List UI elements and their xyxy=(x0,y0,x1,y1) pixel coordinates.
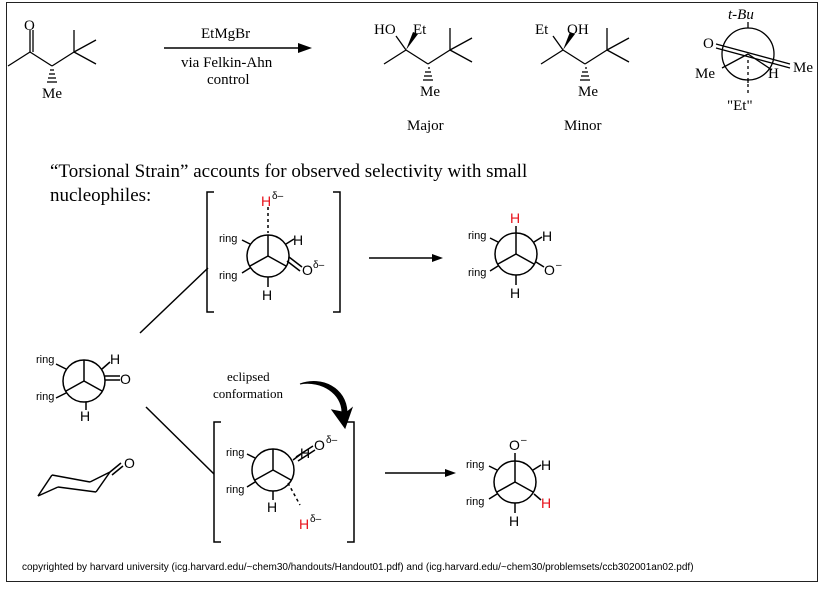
slide-border xyxy=(6,2,818,582)
reagent-label: EtMgBr xyxy=(201,26,250,42)
upper-ts-brackets xyxy=(206,191,341,313)
cyclohexanone-o-label: O xyxy=(124,455,135,471)
newman-o-label: O xyxy=(703,36,714,52)
major-me-label: Me xyxy=(420,84,440,100)
eclipsed-label-line1: eclipsed xyxy=(227,369,270,384)
upper-product-h-right-label: H xyxy=(542,228,552,244)
upper-ts-o-label: O xyxy=(302,262,313,278)
upper-product-newman xyxy=(489,226,545,285)
branch-line-upper xyxy=(139,267,209,334)
upper-ts-newman xyxy=(241,207,303,287)
upper-product-o-label: O xyxy=(544,262,555,278)
upper-ts-delta-label: δ– xyxy=(272,191,284,202)
condition-label-2: control xyxy=(207,72,250,88)
felkin-newman xyxy=(715,22,791,96)
upper-product-o-charge-label: – xyxy=(556,260,562,271)
minor-product-label: Minor xyxy=(564,118,602,134)
minor-oh-label: OH xyxy=(567,22,589,38)
newman-h-label: H xyxy=(768,66,779,82)
upper-ts-h-bottom-label: H xyxy=(262,287,272,303)
minor-me-label: Me xyxy=(578,84,598,100)
eclipsed-label-line2: conformation xyxy=(213,386,284,401)
lower-ts-o-label: O xyxy=(314,437,325,453)
upper-ts-h-right-label: H xyxy=(293,232,303,248)
lower-ts-newman xyxy=(246,445,316,506)
start-ketone xyxy=(7,30,97,83)
upper-ts-ring1-label: ring xyxy=(219,233,237,245)
lower-product-ring1-label: ring xyxy=(466,459,484,471)
upper-product-h-top-label: H xyxy=(510,210,520,226)
lower-ts-ring2-label: ring xyxy=(226,484,244,496)
rotation-arrow xyxy=(299,381,354,430)
lower-arrow xyxy=(385,469,456,477)
newman-tbu-label: t-Bu xyxy=(728,7,754,23)
start-h-top-label: H xyxy=(110,351,120,367)
upper-arrow xyxy=(369,254,443,262)
newman-me-left-label: Me xyxy=(695,66,715,82)
lower-product-ring2-label: ring xyxy=(466,496,484,508)
lower-product-h-right-label: H xyxy=(541,457,551,473)
newman-me-right-label: Me xyxy=(793,60,813,76)
major-wedge-bond xyxy=(406,32,418,50)
lower-product-o-label: O xyxy=(509,437,520,453)
lower-ts-brackets xyxy=(213,421,355,543)
cyclohexanone-chair xyxy=(37,462,124,497)
lower-product-h-red-label: H xyxy=(541,495,551,511)
copyright-footer: copyrighted by harvard university (icg.h… xyxy=(22,562,694,573)
upper-product-h-bottom-label: H xyxy=(510,285,520,301)
ketone-oxygen-label: O xyxy=(24,18,35,34)
minor-et-label: Et xyxy=(535,22,549,38)
lower-ts-h-bottom-label: H xyxy=(267,499,277,515)
lower-product-o-charge-label: – xyxy=(521,435,527,446)
condition-label-1: via Felkin-Ahn xyxy=(181,55,273,71)
lower-product-h-bottom-label: H xyxy=(509,513,519,529)
branch-line-lower xyxy=(145,406,215,475)
newman-et-label: "Et" xyxy=(727,98,753,114)
start-o-label: O xyxy=(120,371,131,387)
upper-ts-o-delta-label: δ– xyxy=(313,260,325,271)
major-product-label: Major xyxy=(407,118,444,134)
torsional-strain-heading-line2: nucleophiles: xyxy=(50,185,151,206)
start-ring2-label: ring xyxy=(36,391,54,403)
torsional-strain-heading-line1: “Torsional Strain” accounts for observed… xyxy=(50,161,527,182)
upper-ts-h-attack-label: H xyxy=(261,193,271,209)
lower-ts-h-eclipsed-label: H xyxy=(300,445,310,461)
minor-product xyxy=(540,28,630,81)
lower-ts-o-delta-label: δ– xyxy=(326,435,338,446)
ketone-methyl-label: Me xyxy=(42,86,62,102)
major-ho-label: HO xyxy=(374,22,396,38)
lower-ts-delta-label: δ– xyxy=(310,514,322,525)
lower-ts-h-attack-label: H xyxy=(299,516,309,532)
lower-ts-ring1-label: ring xyxy=(226,447,244,459)
start-ring1-label: ring xyxy=(36,354,54,366)
major-et-label: Et xyxy=(413,22,427,38)
major-product xyxy=(383,28,473,81)
reaction-arrow xyxy=(164,43,312,53)
upper-product-ring2-label: ring xyxy=(468,267,486,279)
start-newman xyxy=(55,359,120,410)
upper-ts-ring2-label: ring xyxy=(219,270,237,282)
lower-product-newman xyxy=(488,453,542,513)
minor-wedge-bond xyxy=(563,32,575,50)
upper-product-ring1-label: ring xyxy=(468,230,486,242)
start-h-bottom-label: H xyxy=(80,408,90,424)
